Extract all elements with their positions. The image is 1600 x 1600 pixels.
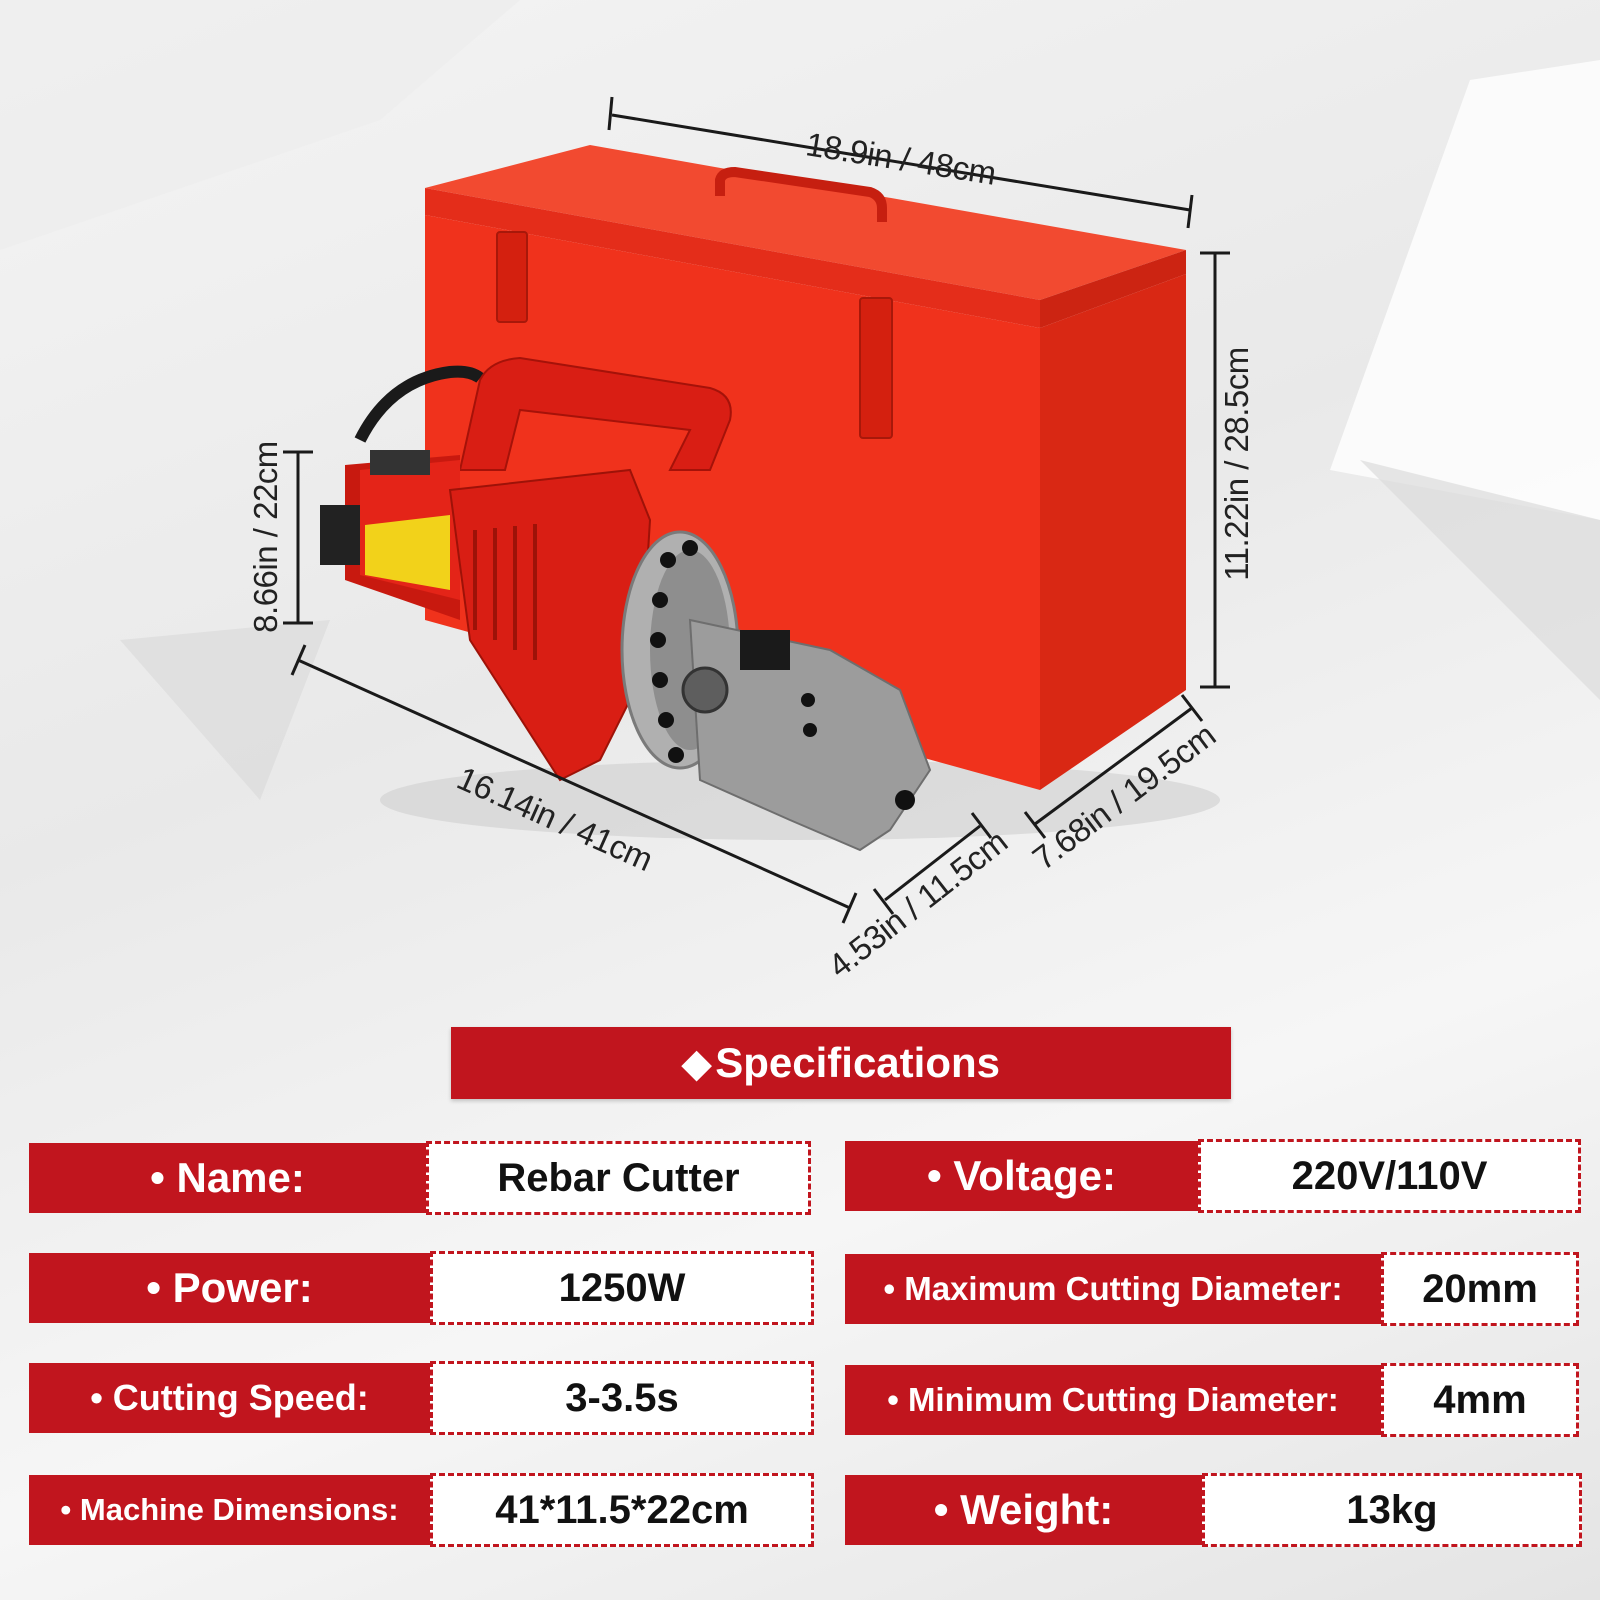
- spec-value-power: 1250W: [430, 1251, 814, 1325]
- spec-value-max-diameter: 20mm: [1381, 1252, 1579, 1326]
- spec-value-machine-dimensions: 41*11.5*22cm: [430, 1473, 814, 1547]
- case-handle: [715, 166, 887, 222]
- spec-label-max-diameter: • Maximum Cutting Diameter:: [845, 1254, 1381, 1324]
- spec-row-min-diameter: • Minimum Cutting Diameter: 4mm: [845, 1363, 1579, 1437]
- disc-bolts: [650, 540, 698, 763]
- spec-value-cutting-speed: 3-3.5s: [430, 1361, 814, 1435]
- spec-row-max-diameter: • Maximum Cutting Diameter: 20mm: [845, 1252, 1579, 1326]
- diamond-icon: ◆: [682, 1042, 712, 1085]
- cutter-blade-slot: [740, 630, 790, 670]
- rebar-cutter-machine: [320, 356, 932, 852]
- spec-label-voltage: • Voltage:: [845, 1141, 1198, 1211]
- spec-label-weight: • Weight:: [845, 1475, 1202, 1545]
- specifications-title: Specifications: [715, 1039, 1000, 1086]
- motor-yellow-label: [365, 515, 450, 590]
- rating-plate: [370, 450, 430, 475]
- case-lid-front: [425, 188, 1040, 328]
- spec-row-weight: • Weight: 13kg: [845, 1473, 1582, 1547]
- spec-label-power: • Power:: [29, 1253, 430, 1323]
- case-lid-side: [1040, 250, 1186, 328]
- jaw-screw-3: [895, 790, 915, 810]
- spec-value-voltage: 220V/110V: [1198, 1139, 1581, 1213]
- product-drawing: [0, 0, 1600, 924]
- bg-facet-left-shadow: [120, 620, 330, 800]
- cooling-fins: [473, 524, 537, 660]
- case-latch-right: [859, 297, 893, 439]
- spec-label-name: • Name:: [29, 1143, 426, 1213]
- spec-label-cutting-speed: • Cutting Speed:: [29, 1363, 430, 1433]
- spec-row-name: • Name: Rebar Cutter: [29, 1141, 811, 1215]
- bg-facet-right: [1330, 60, 1600, 520]
- spec-value-min-diameter: 4mm: [1381, 1363, 1579, 1437]
- specifications-header: ◆ Specifications: [451, 1027, 1231, 1099]
- product-illustration: 18.9in / 48cm 11.22in / 28.5cm 8.66in / …: [0, 0, 1600, 985]
- spec-label-min-diameter: • Minimum Cutting Diameter:: [845, 1365, 1381, 1435]
- spec-row-cutting-speed: • Cutting Speed: 3-3.5s: [29, 1361, 814, 1435]
- bg-facet-left: [0, 0, 520, 250]
- gear-housing: [448, 468, 652, 782]
- spec-label-machine-dimensions: • Machine Dimensions:: [29, 1475, 430, 1545]
- bg-facet-right-shadow: [1360, 460, 1600, 700]
- spec-row-machine-dimensions: • Machine Dimensions: 41*11.5*22cm: [29, 1473, 814, 1547]
- case-side-face: [1040, 274, 1186, 790]
- case-lid-top: [425, 145, 1186, 300]
- spec-row-voltage: • Voltage: 220V/110V: [845, 1139, 1581, 1213]
- motor-end-cap: [320, 505, 360, 565]
- dim-machine-height: 8.66in / 22cm: [246, 441, 284, 633]
- jaw-screw-2: [803, 723, 817, 737]
- spec-row-power: • Power: 1250W: [29, 1251, 814, 1325]
- dim-case-height: 11.22in / 28.5cm: [1217, 347, 1255, 581]
- jaw-nut: [681, 666, 729, 714]
- machine-handle: [458, 356, 732, 471]
- power-cord: [354, 365, 484, 443]
- spec-value-weight: 13kg: [1202, 1473, 1582, 1547]
- spec-value-name: Rebar Cutter: [426, 1141, 811, 1215]
- case-latch-left: [496, 231, 528, 323]
- dimension-lines: [283, 96, 1230, 924]
- jaw-screw-1: [801, 693, 815, 707]
